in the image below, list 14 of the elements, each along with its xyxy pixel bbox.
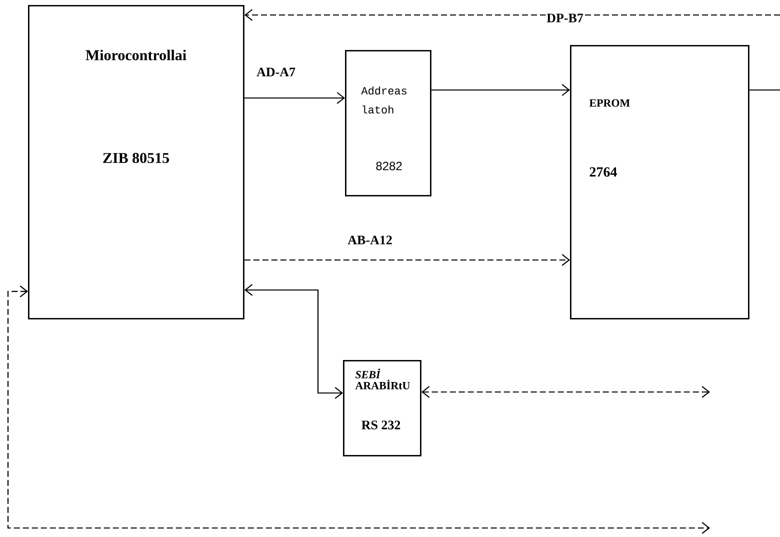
edge-label: DP-B7: [546, 12, 584, 24]
arrow: [431, 84, 570, 96]
block-box: Addreas latoh 8282: [345, 50, 432, 196]
block-box: Miorocontrollai ZIB 80515: [28, 5, 244, 320]
arrow: [244, 9, 780, 21]
block-box: SEBİ ARABİRtU RS 232: [343, 360, 422, 456]
arrow: [421, 386, 710, 398]
arrow: [244, 254, 570, 266]
arrow: [244, 92, 345, 104]
arrow: [244, 284, 343, 399]
block-box: EPROM 2764: [570, 45, 750, 320]
edge-label: AB-A12: [346, 234, 394, 246]
edge-label: AD-A7: [256, 66, 296, 78]
arrow: [7, 285, 710, 534]
